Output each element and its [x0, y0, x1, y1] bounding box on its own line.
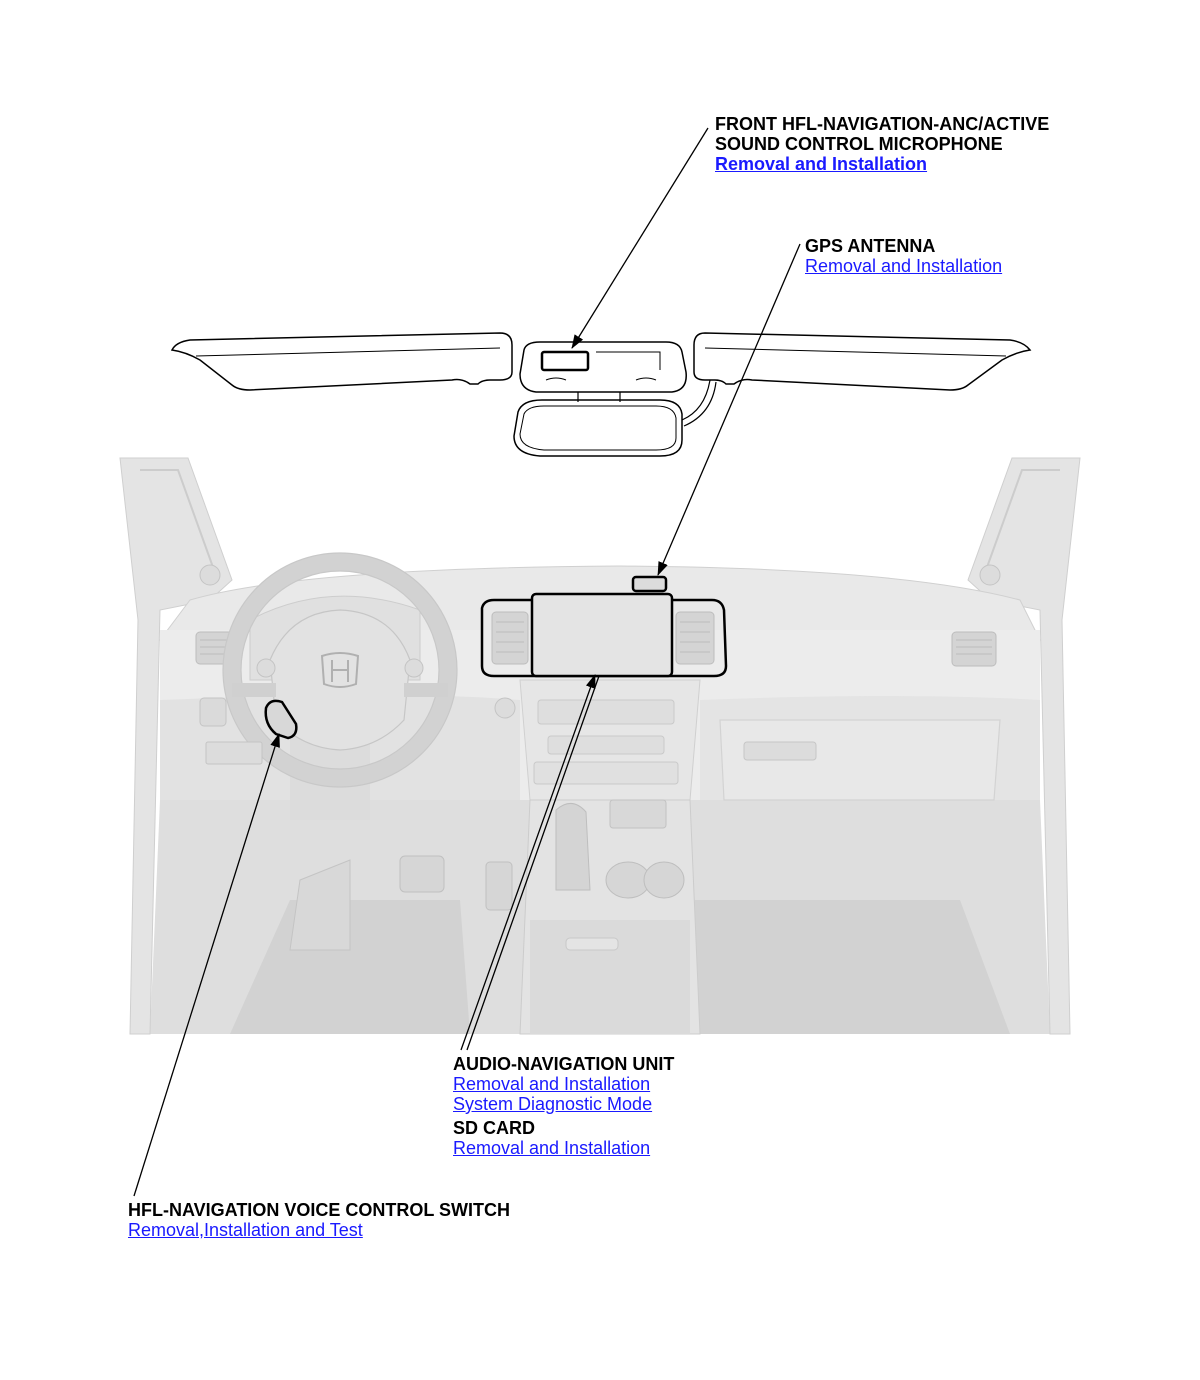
audio-navigation-diagnostic-link[interactable]: System Diagnostic Mode — [453, 1094, 653, 1114]
headliner-assembly — [170, 332, 1032, 457]
gps-antenna-callout: GPS ANTENNA Removal and Installation — [805, 236, 1002, 276]
interior-dashboard-illustration — [119, 457, 1081, 1035]
left-headliner-panel — [170, 332, 513, 391]
cup-holder-right — [643, 861, 685, 899]
center-right-vent — [675, 611, 715, 665]
rear-view-mirror — [513, 399, 683, 457]
steering-wheel-rim — [223, 553, 457, 787]
gear-shifter — [555, 803, 591, 891]
accelerator-pedal — [485, 861, 513, 911]
audio-navigation-removal-link[interactable]: Removal and Installation — [453, 1074, 651, 1094]
microphone-housing — [540, 350, 590, 372]
leader-gps-antenna — [657, 243, 801, 576]
voice-control-switch-callout: HFL-NAVIGATION VOICE CONTROL SWITCH Remo… — [128, 1200, 510, 1240]
leader-microphone — [571, 127, 709, 349]
gps-antenna-module — [631, 575, 668, 593]
right-a-pillar — [967, 457, 1081, 1035]
leader-audio-navigation — [460, 674, 596, 1051]
microphone-callout: FRONT HFL-NAVIGATION-ANC/ACTIVE SOUND CO… — [715, 114, 1049, 174]
leader-lines — [133, 127, 801, 1197]
sd-card-removal-link[interactable]: Removal and Installation — [453, 1138, 651, 1158]
honda-h-logo-icon — [320, 652, 360, 688]
right-outer-vent — [951, 631, 997, 667]
audio-navigation-callout: AUDIO-NAVIGATION UNIT Removal and Instal… — [453, 1054, 674, 1158]
leader-sd-card — [466, 675, 600, 1051]
left-a-pillar — [119, 457, 233, 1035]
voice-control-switch-link[interactable]: Removal,Installation and Test — [128, 1220, 363, 1240]
sd-card-title: SD CARD — [453, 1118, 536, 1138]
gps-antenna-removal-link[interactable]: Removal and Installation — [805, 256, 1003, 276]
voice-control-switch-title: HFL-NAVIGATION VOICE CONTROL SWITCH — [128, 1200, 510, 1220]
gps-antenna-title: GPS ANTENNA — [805, 236, 936, 256]
microphone-title-line2: SOUND CONTROL MICROPHONE — [715, 134, 1003, 154]
leader-voice-switch — [133, 733, 280, 1197]
audio-navigation-bezel — [480, 598, 728, 678]
center-left-vent — [491, 611, 529, 665]
glove-box — [719, 719, 1001, 801]
brake-pedal — [399, 855, 445, 893]
microphone-title-line1: FRONT HFL-NAVIGATION-ANC/ACTIVE — [715, 114, 1050, 134]
cup-holder-left — [605, 861, 651, 899]
right-headliner-panel — [693, 332, 1032, 391]
audio-navigation-display — [530, 592, 674, 678]
microphone-removal-link[interactable]: Removal and Installation — [715, 154, 928, 174]
voice-control-switch — [264, 699, 298, 740]
overhead-console — [519, 341, 687, 393]
audio-navigation-title: AUDIO-NAVIGATION UNIT — [453, 1054, 675, 1074]
